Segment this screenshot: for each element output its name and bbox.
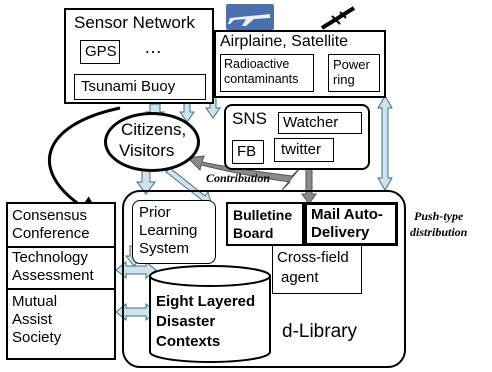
technology-line1: Technology [12,249,88,266]
sensor-network-title: Sensor Network [74,13,195,32]
citizens-visitors-ellipse: Citizens, Visitors [104,112,200,172]
contribution-label: Contribution [206,171,271,185]
prior-line1: Prior [139,204,171,221]
mail-line1: Mail Auto- [311,206,383,223]
gps-box: GPS [80,40,120,64]
sensor-network-box: Sensor Network GPS … Tsunami Buoy [64,8,214,104]
consensus-line2: Conference [12,225,90,242]
mutual-line1: Mutual [12,293,58,310]
contribution-arrow [186,155,301,191]
left-stack-box: Consensus Conference Technology Assessme… [6,202,116,360]
watcher-label: Watcher [283,114,339,131]
airplane-satellite-title: Airplaine, Satellite [220,33,349,50]
mail-auto-delivery-box: Mail Auto- Delivery [304,202,398,246]
eight-line2: Disaster [156,313,216,330]
twitter-label: twitter [281,141,322,158]
left-divider-2 [8,288,114,290]
watcher-box: Watcher [278,112,362,134]
twitter-box: twitter [274,138,334,162]
bulletin-board-box: Bulletine Board [226,202,304,246]
tsunami-buoy-box: Tsunami Buoy [74,74,206,100]
mutual-line3: Society [12,329,62,346]
radioactive-line2: contaminants [224,72,299,86]
prior-learning-box: Prior Learning System [132,200,216,264]
mutual-line2: Assist [12,311,53,328]
cross-field-line2: agent [281,269,319,286]
eight-line3: Contexts [156,333,221,350]
prior-line3: System [139,240,190,257]
bulletin-line1: Bulletine [233,207,293,223]
radioactive-line1: Radioactive [224,57,290,71]
arrow-airplane-library [377,95,393,191]
eight-line1: Eight Layered [156,293,256,310]
fb-label: FB [237,143,257,160]
citizens-line2: Visitors [119,141,175,160]
sns-box: SNS Watcher FB twitter [224,104,370,170]
cross-field-line1: Cross-field [277,249,349,266]
mail-line2: Delivery [311,224,370,241]
satellite-icon [320,6,356,30]
sensor-ellipsis: … [144,37,162,57]
bulletin-line2: Board [233,225,274,241]
tsunami-buoy-label: Tsunami Buoy [81,78,176,95]
radioactive-box: Radioactive contaminants [220,54,314,92]
power-ring-box: Power ring [328,54,380,92]
fb-box: FB [232,140,264,164]
d-library-label: d-Library [282,321,357,342]
sns-title: SNS [232,109,267,128]
prior-line2: Learning [139,222,198,239]
curved-arrow-left [48,106,121,220]
power-ring-line2: ring [333,72,355,87]
airplane-satellite-box: Airplaine, Satellite Radioactive contami… [214,30,386,98]
airplane-icon [226,4,274,30]
left-divider-1 [8,246,114,248]
power-ring-line1: Power [333,57,370,72]
gps-label: GPS [85,43,117,60]
arrow-left-stack [115,260,157,322]
cross-field-agent-box: Cross-field agent [272,246,362,294]
consensus-line1: Consensus [12,207,88,224]
push-line1: Push-type [414,209,464,223]
technology-line2: Assessment [12,267,94,284]
push-line2: distribution [410,225,468,239]
citizens-line1: Citizens, [121,120,187,139]
d-library-container: d-Library [122,190,406,368]
eight-layered-cylinder [149,265,271,363]
